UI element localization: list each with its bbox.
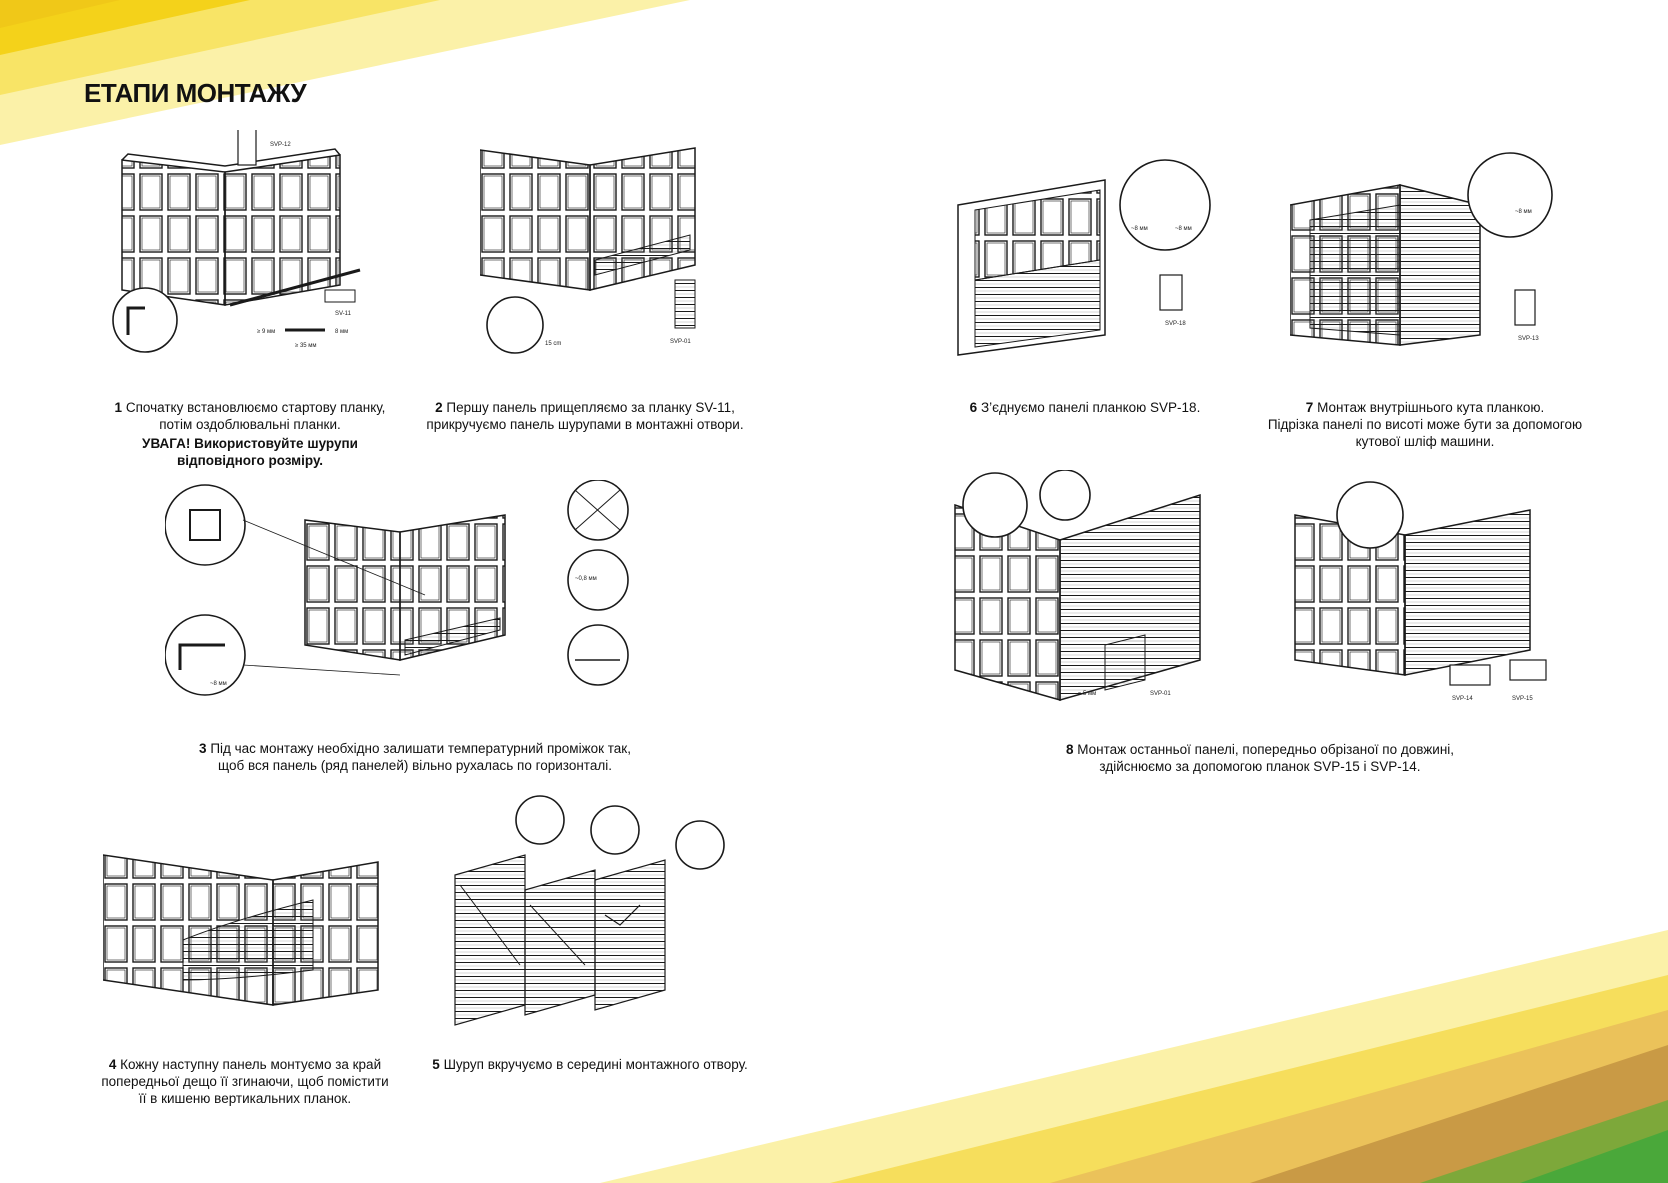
step-7-illustration: ~8 мм SVP-13 xyxy=(1290,150,1555,365)
page-title: ЕТАПИ МОНТАЖУ xyxy=(84,78,307,108)
step-1-caption: 1 Спочатку встановлюємо стартову планку,… xyxy=(95,399,405,469)
label-svp-18: SVP-18 xyxy=(1165,321,1186,327)
step-4-caption: 4 Кожну наступну панель монтуємо за край… xyxy=(101,1057,389,1106)
label-5mm: ≈ 5 мм xyxy=(1078,691,1096,697)
label-sv-11: SV-11 xyxy=(335,311,352,317)
step-8-illustration-left: ≈ 5 мм SVP-01 xyxy=(950,470,1210,710)
label-svp-13: SVP-13 xyxy=(1518,336,1539,342)
step-5-illustration xyxy=(445,795,730,1035)
step-3-caption: 3 Під час монтажу необхідно залишати тем… xyxy=(199,741,631,773)
step-2-illustration: 15 cm SVP-01 xyxy=(480,130,730,360)
label-8mm-gap: ~8 мм xyxy=(210,681,227,687)
step-8-illustration-right: SVP-14 SVP-15 xyxy=(1290,480,1555,710)
step-3-illustration: ~8 мм ~0,8 мм xyxy=(165,480,675,705)
label-svp-12: SVP-12 xyxy=(270,142,291,148)
label-8mm-right: ~8 мм xyxy=(1175,226,1192,232)
label-min-35mm: ≥ 35 мм xyxy=(295,343,317,349)
step-6-illustration: ~8 мм ~8 мм SVP-18 xyxy=(955,155,1220,360)
step-6-caption: 6 З’єднуємо панелі планкою SVP-18. xyxy=(969,400,1201,415)
label-svp-15: SVP-15 xyxy=(1512,696,1533,702)
label-15cm: 15 cm xyxy=(545,341,561,347)
step-1-illustration: SVP-12 SV-11 ≥ 9 мм ≥ 35 мм 8 мм xyxy=(110,130,390,375)
label-min-9mm: ≥ 9 мм xyxy=(257,329,275,335)
label-svp-14: SVP-14 xyxy=(1452,696,1473,702)
step-4-illustration xyxy=(103,840,383,1015)
label-8mm: 8 мм xyxy=(335,329,348,335)
label-0-8mm: ~0,8 мм xyxy=(575,576,597,582)
label-8mm-left: ~8 мм xyxy=(1131,226,1148,232)
label-svp-01: SVP-01 xyxy=(670,339,691,345)
label-8mm-corner: ~8 мм xyxy=(1515,209,1532,215)
step-2-caption: 2 Першу панель прищепляємо за планку SV-… xyxy=(426,400,744,432)
step-8-caption: 8 Монтаж останньої панелі, попередньо об… xyxy=(1065,742,1455,774)
label-svp-01-b: SVP-01 xyxy=(1150,691,1171,697)
step-7-caption: 7 Монтаж внутрішнього кута планкою.Підрі… xyxy=(1267,400,1583,449)
step-5-caption: 5 Шуруп вкручуємо в середині монтажного … xyxy=(432,1057,748,1072)
